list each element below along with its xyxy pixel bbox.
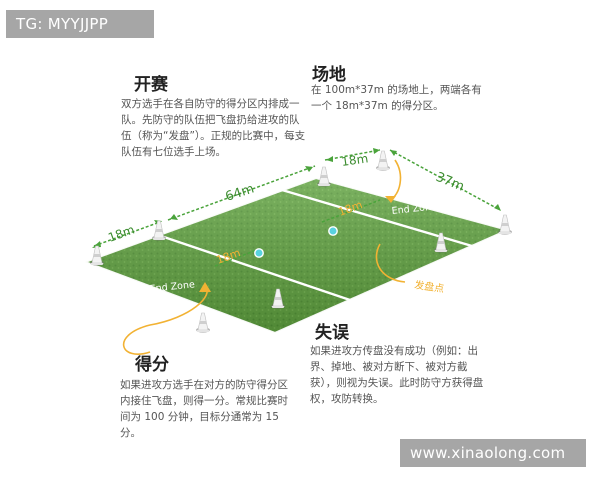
- cone-front-left: [195, 312, 211, 334]
- watermark-top-left: TG: MYYJJPP: [6, 10, 154, 38]
- field-grass-shade: [85, 178, 508, 333]
- section-text-field: 在 100m*37m 的场地上，两端各有一个 18m*37m 的得分区。: [311, 84, 482, 112]
- annotation-arrow-right: [385, 196, 396, 203]
- label-brick-mark: 发盘点: [414, 278, 446, 295]
- section-title-score: 得分: [135, 355, 169, 375]
- section-title-foul: 失误: [315, 323, 349, 343]
- label-left-zone-depth: 18m: [106, 222, 136, 244]
- brick-point-left: [254, 248, 264, 258]
- section-text-start: 双方选手在各自防守的得分区内排成一队。先防守的队伍把飞盘扔给进攻的队伍（称为“发…: [121, 98, 306, 158]
- cone-left-near: [151, 220, 167, 242]
- watermark-bottom-right: www.xinaolong.com: [400, 439, 586, 467]
- cone-center-back: [316, 166, 332, 188]
- annotation-arrow: [199, 282, 211, 292]
- cone-right-end: [497, 214, 513, 236]
- section-title-start: 开赛: [134, 75, 168, 95]
- label-zone-right: End Zone: [391, 201, 437, 217]
- section-title-field: 场地: [312, 65, 346, 85]
- dimension-lines: [93, 149, 501, 267]
- cone-back-right: [375, 150, 391, 172]
- label-zone-left: End Zone: [149, 279, 195, 295]
- brick-point-right: [328, 226, 338, 236]
- section-text-foul: 如果进攻方传盘没有成功（例如：出界、掉地、被对方断下、被对方截获），则视为失误。…: [310, 345, 484, 405]
- section-text-score: 如果进攻方选手在对方的防守得分区内接住飞盘，则得一分。常规比赛时间为 100 分…: [120, 379, 288, 439]
- left-endzone-line: [157, 233, 351, 302]
- label-width: 37m: [434, 170, 467, 195]
- label-right-zone-depth: 18m: [340, 151, 369, 169]
